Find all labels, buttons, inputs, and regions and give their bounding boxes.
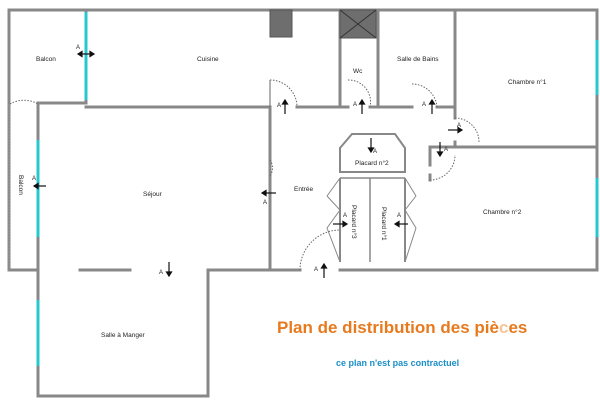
cupboards (326, 133, 417, 263)
door-entry-arc (299, 229, 341, 271)
room-labels: Balcon Cuisine Wc Salle de Bains Chambre… (17, 56, 547, 339)
label-balcon: Balcon (36, 56, 56, 63)
label-entree: Entrée (294, 186, 314, 193)
marker-placard3: A (343, 213, 347, 219)
marker-kitchen: A (277, 103, 281, 109)
label-chambre-2: Chambre n°2 (483, 208, 522, 216)
walls (7, 8, 599, 398)
door-sejour-arc (9, 99, 39, 105)
access-markers: A A A A A A A A A A A A A (32, 45, 461, 276)
door-swings (8, 79, 480, 271)
plan-title-end: es (508, 318, 528, 337)
windows (36, 12, 599, 366)
plan-title: Plan de distribution des pièces (277, 318, 527, 338)
door-kitchen-arc (269, 79, 298, 108)
label-salle-de-bains: Salle de Bains (397, 56, 439, 63)
arrow-balcon-window (76, 50, 96, 58)
marker-sejour-bottom: A (159, 270, 163, 276)
arrow-placard1 (393, 220, 408, 228)
marker-entry: A (314, 267, 318, 273)
arrow-placard3 (333, 220, 349, 228)
placard-1-hinge-mid (404, 195, 417, 229)
label-placard-1: Placard n°1 (380, 207, 388, 241)
label-cuisine: Cuisine (197, 56, 219, 63)
arrow-placard2 (367, 138, 375, 154)
arrow-kitchen-door (281, 98, 289, 114)
placard-3-hinge-mid (326, 195, 341, 229)
label-sejour: Séjour (143, 191, 163, 198)
label-placard-2: Placard n°2 (355, 159, 389, 167)
door-entree-arc (269, 159, 274, 177)
arrow-ch1-door (448, 126, 464, 134)
placard-3-hinge-top (326, 177, 341, 197)
label-chambre-1: Chambre n°1 (508, 78, 547, 86)
marker-ch2: A (444, 147, 448, 153)
label-wc: Wc (353, 68, 363, 75)
arrow-entry-door (320, 262, 328, 278)
access-arrows (32, 50, 464, 278)
marker-placard2: A (373, 149, 377, 155)
label-balcon-side: Balcon (17, 175, 24, 195)
plan-title-faded: c (498, 318, 509, 337)
marker-balcon: A (76, 45, 80, 51)
door-ch1-arc (454, 117, 480, 143)
door-bath-arc (411, 83, 438, 108)
placard-3-hinge-bot (326, 227, 341, 263)
label-placard-3: Placard n°3 (350, 205, 358, 239)
placard-1-hinge-top (404, 177, 417, 197)
door-wc-arc (347, 79, 372, 108)
placard-1-hinge-bot (404, 227, 417, 263)
placard-2-outline (339, 133, 406, 173)
arrow-wc-door (358, 98, 366, 114)
duct-kitchen (269, 9, 293, 38)
plan-subtitle: ce plan n'est pas contractuel (336, 358, 460, 368)
label-salle-a-manger: Salle à Manger (101, 332, 146, 339)
arrow-sejour-window (32, 182, 46, 190)
ducts (269, 9, 377, 39)
marker-entree: A (263, 200, 267, 206)
marker-wc: A (353, 102, 357, 108)
arrow-sejour-down (165, 262, 173, 278)
arrow-bath-door (428, 98, 436, 114)
marker-sejour: A (32, 176, 36, 182)
door-ch2-arc (429, 154, 456, 181)
marker-ch1: A (457, 123, 461, 129)
marker-placard1: A (397, 213, 401, 219)
arrow-entree (260, 189, 276, 197)
plan-title-main: Plan de distribution des piè (277, 318, 499, 337)
marker-bath: A (422, 102, 426, 108)
arrow-ch2-door (436, 142, 444, 158)
